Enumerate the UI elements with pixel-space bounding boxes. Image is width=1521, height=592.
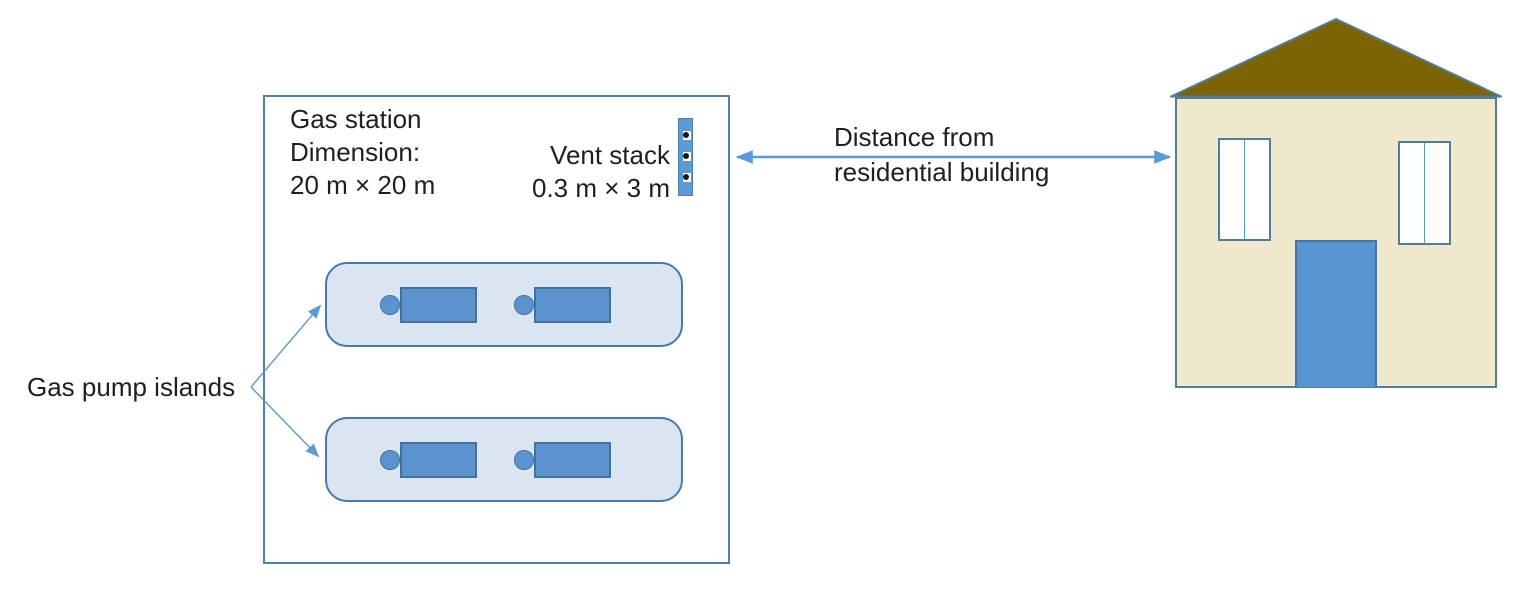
gas-pump <box>380 287 479 323</box>
gas-station-label: Gas station Dimension: 20 m × 20 m <box>290 103 435 202</box>
vent-port-icon <box>683 131 691 140</box>
pump-unit <box>400 287 477 323</box>
house-window-left <box>1218 138 1271 241</box>
pump-island-2 <box>325 417 683 502</box>
vent-stack-label: Vent stack 0.3 m × 3 m <box>470 139 670 205</box>
distance-label-line2: residential building <box>834 157 1050 187</box>
vent-port-icon <box>683 152 691 161</box>
pump-nozzle-icon <box>380 295 400 315</box>
vent-stack-dimension-value: 0.3 m × 3 m <box>532 173 670 203</box>
pump-islands-label: Gas pump islands <box>27 372 236 402</box>
pump-unit <box>534 442 611 478</box>
pump-nozzle-icon <box>514 450 534 470</box>
house-window-right <box>1398 141 1451 245</box>
pump-unit <box>400 442 477 478</box>
gas-pump <box>514 442 613 478</box>
house-roof <box>1170 18 1502 98</box>
pump-unit <box>534 287 611 323</box>
house-door <box>1295 240 1377 387</box>
distance-label-line1: Distance from <box>834 122 995 152</box>
window-pane-divider <box>1244 140 1245 239</box>
gas-pump <box>514 287 613 323</box>
gas-station-name: Gas station <box>290 104 422 134</box>
pump-island-1 <box>325 262 683 347</box>
vent-stack-name: Vent stack <box>550 140 670 170</box>
gas-station-dimension-value: 20 m × 20 m <box>290 170 436 200</box>
gas-station-dimension-label: Dimension: <box>290 137 421 167</box>
distance-label: Distance from residential building <box>834 120 1049 190</box>
pump-nozzle-icon <box>380 450 400 470</box>
gas-pump <box>380 442 479 478</box>
vent-stack-shape <box>678 118 693 196</box>
pump-nozzle-icon <box>514 295 534 315</box>
vent-port-icon <box>683 173 691 182</box>
window-pane-divider <box>1424 143 1425 243</box>
